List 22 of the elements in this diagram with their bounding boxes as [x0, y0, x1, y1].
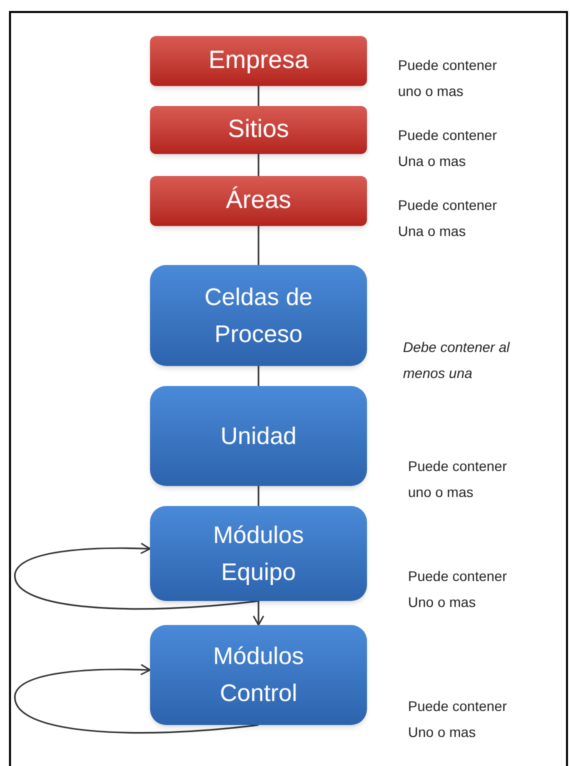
- connector-line: [258, 154, 260, 176]
- hierarchy-box: Módulos Control: [150, 625, 367, 725]
- relation-note: Puede contener Una o mas: [398, 126, 498, 171]
- relation-note: Puede contener Uno o mas: [408, 697, 508, 742]
- relation-note: Debe contener al menos una: [403, 338, 511, 383]
- arrow: [252, 601, 264, 626]
- hierarchy-box: Unidad: [150, 386, 367, 486]
- hierarchy-box: Celdas de Proceso: [150, 265, 367, 366]
- relation-note: Puede contener uno o mas: [398, 56, 498, 101]
- hierarchy-box: Módulos Equipo: [150, 506, 367, 601]
- connector-line: [258, 86, 260, 106]
- hierarchy-box: Sitios: [150, 106, 367, 154]
- relation-note: Puede contener uno o mas: [408, 457, 508, 502]
- connector-line: [258, 366, 260, 386]
- hierarchy-box: Empresa: [150, 36, 367, 86]
- relation-note: Puede contener Una o mas: [398, 196, 498, 241]
- connector-line: [258, 226, 260, 265]
- hierarchy-box: Áreas: [150, 176, 367, 226]
- relation-note: Puede contener Uno o mas: [408, 567, 508, 612]
- loop-arrow: [14, 664, 259, 734]
- loop-arrow: [14, 542, 259, 610]
- connector-line: [258, 486, 260, 506]
